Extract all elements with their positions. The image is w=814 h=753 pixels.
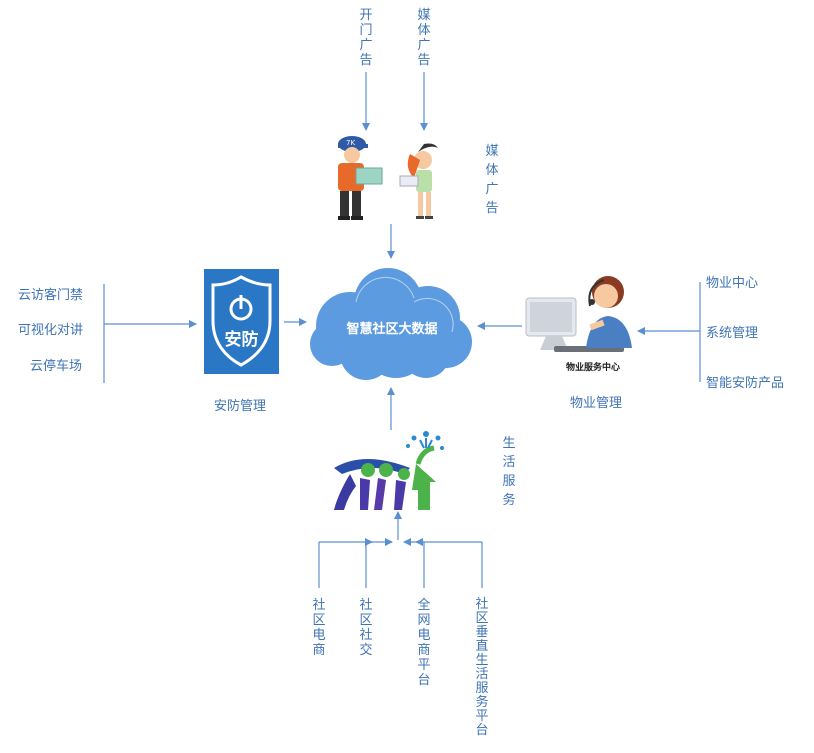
security-logo: 安防 [204,269,279,374]
bottom-input-3-label: 全网电商平台 [417,598,431,688]
bottom-input-4-label: 社区垂直生活服务平台 [475,597,489,738]
left-input-1-label: 云访客门禁 [18,288,84,303]
center-label: 智慧社区大数据 [346,322,438,337]
life-service-logo [334,431,444,510]
right-input-3-label: 智能安防产品 [706,376,785,391]
top-side-label: 媒体广告 [485,144,499,216]
advertising-people-illustration: 7K [338,136,438,220]
svg-text:7K: 7K [346,139,355,147]
service-agent-illustration [525,276,632,352]
cloud-icon [310,268,472,380]
agent-caption: 物业服务中心 [565,363,620,373]
left-input-2-label: 可视化对讲 [18,323,84,338]
right-input-2-label: 系统管理 [706,326,759,341]
bottom-input-2-label: 社区社交 [359,598,373,658]
right-caption: 物业管理 [570,396,623,411]
bottom-input-1-label: 社区电商 [312,598,326,658]
right-input-1-label: 物业中心 [706,276,759,291]
left-input-3-label: 云停车场 [30,359,83,374]
security-logo-text: 安防 [224,330,259,350]
bottom-side-label: 生活服务 [502,436,516,508]
shield-icon [211,275,272,367]
top-input-2-label: 媒体广告 [417,8,431,68]
top-input-1-label: 开门广告 [359,8,373,68]
left-caption: 安防管理 [214,399,267,414]
